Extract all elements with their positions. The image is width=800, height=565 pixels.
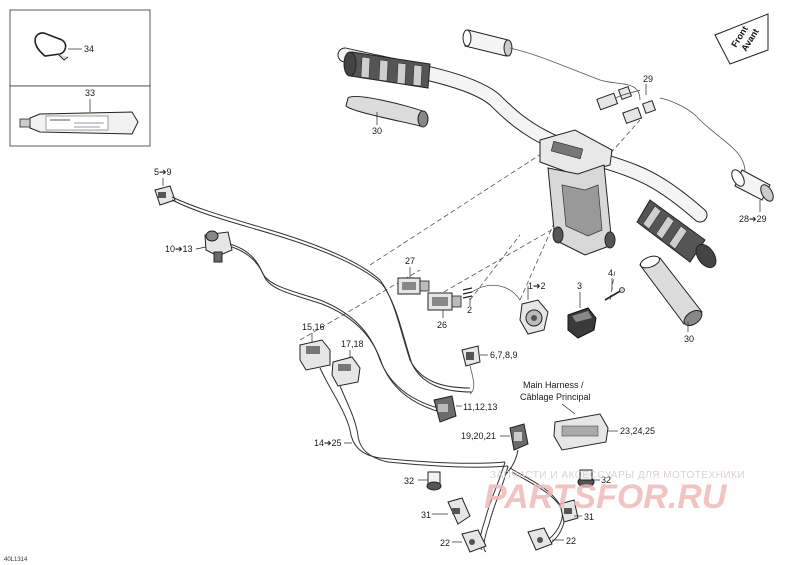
callout-27: 27	[405, 256, 415, 266]
connector-27: 27	[397, 256, 430, 295]
connector-26: 26	[427, 292, 462, 330]
callout-19-21: 19,20,21	[461, 431, 496, 441]
connector-17-18: 17,18	[331, 339, 364, 387]
callout-5-9: 5➔9	[154, 167, 172, 177]
callout-28-29: 28➔29	[739, 214, 767, 224]
front-direction-badge: Front Avant	[714, 13, 769, 65]
callout-34: 34	[84, 44, 94, 54]
right-grip	[636, 199, 717, 269]
callout-14-25: 14➔25	[314, 438, 342, 448]
callout-10-13: 10➔13	[165, 244, 193, 254]
switch-5-9: 5➔9	[154, 167, 176, 206]
callout-3: 3	[577, 281, 582, 291]
connector-15-16: 15,16	[299, 322, 331, 371]
inset-box-tube: 33	[9, 85, 151, 147]
sensor-31-left: 31	[421, 497, 471, 525]
cable-clip-part	[34, 32, 67, 57]
connector-11-13: 11,12,13	[433, 395, 497, 423]
callout-32-left: 32	[404, 476, 414, 486]
harness-label-fr: Câblage Principal	[520, 392, 591, 402]
callout-31-right: 31	[584, 512, 594, 522]
grommet-32-left: 32	[404, 471, 442, 491]
callout-23-25: 23,24,25	[620, 426, 655, 436]
callout-17-18: 17,18	[341, 339, 364, 349]
inset-box-clip: 34	[9, 9, 151, 87]
callout-1-2: 1➔2	[528, 281, 546, 291]
left-grip	[343, 51, 431, 89]
callout-2: 2	[467, 305, 472, 315]
callout-22-left: 22	[440, 538, 450, 548]
callout-6-9: 6,7,8,9	[490, 350, 518, 360]
grip-sleeve-top-right	[462, 29, 641, 101]
connector-6-9: 6,7,8,9	[461, 345, 518, 395]
callout-11-13: 11,12,13	[463, 402, 497, 412]
harness-label-en: Main Harness /	[523, 380, 584, 390]
diagram-code: 40L1314	[4, 557, 28, 563]
connector-22-right: 22	[527, 527, 576, 551]
callout-30-right: 30	[684, 334, 694, 344]
handlebar-assembly	[337, 47, 717, 269]
connector-22-left: 22	[440, 529, 487, 553]
watermark: ЗАПЧАСТИ И АКСЕССУАРЫ ДЛЯ МОТОТЕХНИКИ PA…	[484, 470, 745, 516]
knob-3: 3	[567, 281, 597, 339]
screw-4: 4	[604, 268, 625, 301]
watermark-tagline: ЗАПЧАСТИ И АКСЕССУАРЫ ДЛЯ МОТОТЕХНИКИ	[490, 470, 745, 481]
callout-33: 33	[85, 88, 95, 98]
watermark-logo: PARTSFOR.RU	[484, 478, 728, 516]
grip-sleeve-lower-right: 30	[639, 255, 703, 344]
callout-31-left: 31	[421, 510, 431, 520]
callout-group-14-25: 14➔25	[314, 438, 352, 448]
callout-30-left: 30	[372, 126, 382, 136]
handlebar-riser	[539, 129, 616, 256]
callout-22-right: 22	[566, 536, 576, 546]
main-harness-connector: Main Harness / Câblage Principal 23,24,2…	[520, 380, 655, 451]
grip-sleeve-top-left: 30	[345, 96, 429, 136]
callout-15-16: 15,16	[302, 322, 325, 332]
callout-26: 26	[437, 320, 447, 330]
end-sleeve-right: 28➔29	[659, 97, 774, 224]
terminal-2: 2	[462, 284, 521, 315]
switch-10-13: 10➔13	[165, 230, 233, 263]
callout-4: 4	[608, 268, 613, 278]
connector-pair-29: 29	[596, 74, 657, 125]
sensor-31-right: 31	[559, 499, 594, 523]
heater-switch-1-2: 1➔2	[519, 281, 549, 335]
grommet-32-right: 32	[577, 469, 611, 488]
callout-32-right: 32	[601, 475, 611, 485]
callout-29: 29	[643, 74, 653, 84]
